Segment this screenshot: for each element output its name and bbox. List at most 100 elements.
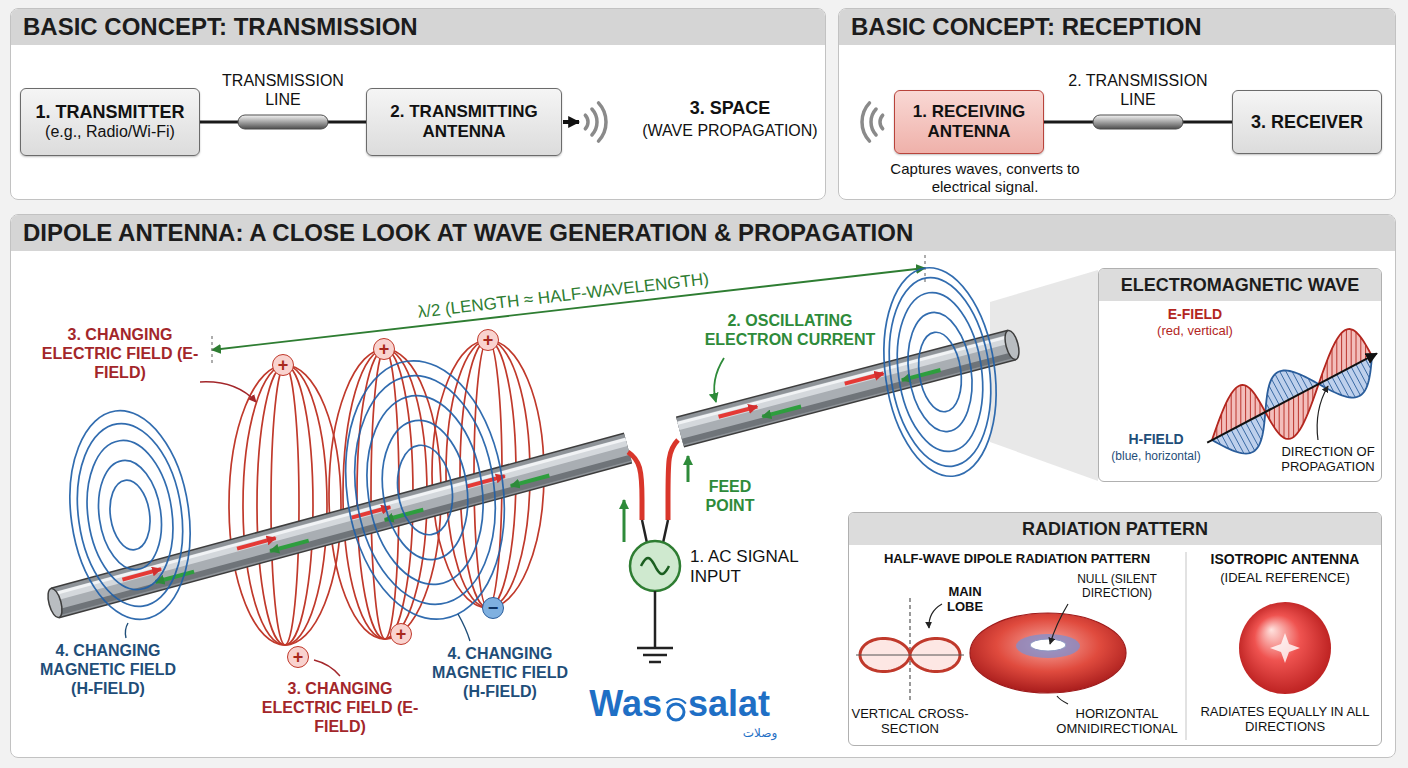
e-field-wave (1240, 385, 1241, 425)
charge-circle: + (477, 329, 499, 351)
charge-circle: + (373, 338, 395, 360)
current-arrows (762, 406, 801, 416)
radiation-illustration (1057, 696, 1068, 704)
e-field-wave (1303, 392, 1304, 424)
watermark-icon (666, 699, 686, 720)
leader-lines (125, 358, 724, 676)
electric-field-lines (271, 365, 299, 645)
cable-connector (1044, 115, 1232, 129)
transmit-waves (585, 115, 588, 129)
dipole-rod (680, 345, 1012, 432)
dipole-rod (45, 439, 630, 619)
leader-lines (125, 623, 128, 638)
panel-heading: BASIC CONCEPT: TRANSMISSION (11, 9, 825, 45)
half-wavelength-arrow (924, 255, 925, 285)
h-field-wave (1246, 422, 1259, 446)
pattern-label: NULL (SILENT DIRECTION) (1050, 572, 1184, 600)
e-field-wave (1356, 332, 1357, 364)
current-label: 2. OSCILLATING ELECTRON CURRENT (700, 312, 880, 350)
charge-sign: + (396, 625, 407, 643)
panel-ground (838, 8, 1396, 200)
pattern-label: MAIN LOBE (938, 584, 992, 615)
magnetic-field-rings (341, 367, 510, 614)
wave-label: (blue, horizontal) (1100, 449, 1212, 463)
inset-panel: RADIATION PATTERN (848, 512, 1382, 746)
feed-wires (623, 500, 626, 542)
e-field-wave (1288, 400, 1289, 439)
current-arrows (511, 475, 550, 485)
e-field-wave (1245, 386, 1246, 423)
current-arrows (270, 541, 309, 551)
h-field-wave (1269, 386, 1279, 405)
panel-ground (10, 8, 1396, 758)
box-title: 1. RECEIVING ANTENNA (903, 102, 1035, 141)
ac-source-symbol (630, 541, 680, 591)
ground-symbol (654, 591, 657, 648)
radiation-illustration (1016, 634, 1080, 658)
feed-wires (642, 520, 647, 543)
e-field-wave (1274, 407, 1275, 427)
edge-label: TRANSMISSION LINE (213, 72, 353, 110)
e-field-wave (1360, 337, 1361, 362)
source-label: 1. AC SIGNAL INPUT (690, 547, 808, 587)
e-field-wave (1279, 405, 1280, 434)
e-field-wave (1346, 330, 1347, 370)
ac-source-symbol (641, 558, 669, 574)
inset-ground (848, 268, 1382, 746)
dipole-rod (680, 345, 1012, 432)
box-title: 3. RECEIVER (1241, 112, 1373, 133)
magnetic-field-rings (871, 260, 1008, 483)
leader-lines (200, 382, 256, 402)
feed-wires (668, 440, 678, 520)
panel: DIPOLE ANTENNA: A CLOSE LOOK AT WAVE GEN… (10, 214, 1396, 758)
radiation-illustration (856, 552, 1331, 740)
e-field-wave (1332, 349, 1333, 377)
inset-heading: ELECTROMAGNETIC WAVE (1099, 269, 1381, 301)
panel-heading: DIPOLE ANTENNA: A CLOSE LOOK AT WAVE GEN… (11, 215, 1395, 251)
inset-ground (1098, 268, 1382, 482)
ground-symbol (637, 591, 673, 662)
magnetic-field-rings (888, 287, 993, 457)
edge-label: 2. TRANSMISSION LINE (1058, 72, 1218, 110)
feed-wires (628, 452, 642, 520)
current-arrows (719, 407, 758, 417)
charge-circle: + (287, 646, 309, 668)
watermark: salat (688, 686, 798, 722)
charge-sign: + (278, 356, 289, 374)
electric-field-lines (229, 365, 341, 645)
field-label: 4. CHANGING MAGNETIC FIELD (H-FIELD) (28, 642, 188, 699)
current-arrows (122, 569, 161, 579)
zoom-wedge (990, 270, 1098, 481)
watermark: Was (556, 686, 662, 722)
em-wave-illustration (1207, 353, 1377, 442)
e-field-wave (1231, 394, 1232, 430)
e-field-wave (1250, 389, 1251, 420)
magnetic-field-rings (901, 308, 979, 436)
receive-waves (862, 103, 883, 141)
charge-sign: − (488, 599, 499, 617)
cable-connector (200, 115, 366, 129)
e-field-wave (1336, 339, 1337, 374)
radiation-illustration (1030, 639, 1066, 651)
e-field-wave (1293, 397, 1294, 437)
em-wave-illustration (1207, 329, 1377, 454)
h-field-wave (1236, 427, 1250, 453)
magnetic-field-rings (57, 260, 1009, 629)
section-heading: (IDEAL REFERENCE) (1190, 570, 1380, 585)
watermark-icon (668, 704, 684, 720)
ac-source-symbol (630, 541, 680, 591)
h-field-wave (1275, 374, 1289, 400)
transmit-waves (563, 120, 579, 124)
dipole-rod (678, 336, 1010, 423)
dipole-rod (53, 439, 626, 594)
magnetic-field-rings (106, 478, 155, 553)
leader-lines (458, 614, 470, 641)
process-box: 1. TRANSMITTER(e.g., Radio/Wi-Fi) (20, 88, 200, 156)
panel: BASIC CONCEPT: RECEPTION1. RECEIVING ANT… (838, 8, 1396, 200)
h-field-wave (1272, 379, 1284, 402)
radiation-illustration (1050, 604, 1068, 644)
caption: Captures waves, converts to electrical s… (876, 160, 1094, 195)
magnetic-field-rings (878, 271, 1002, 473)
